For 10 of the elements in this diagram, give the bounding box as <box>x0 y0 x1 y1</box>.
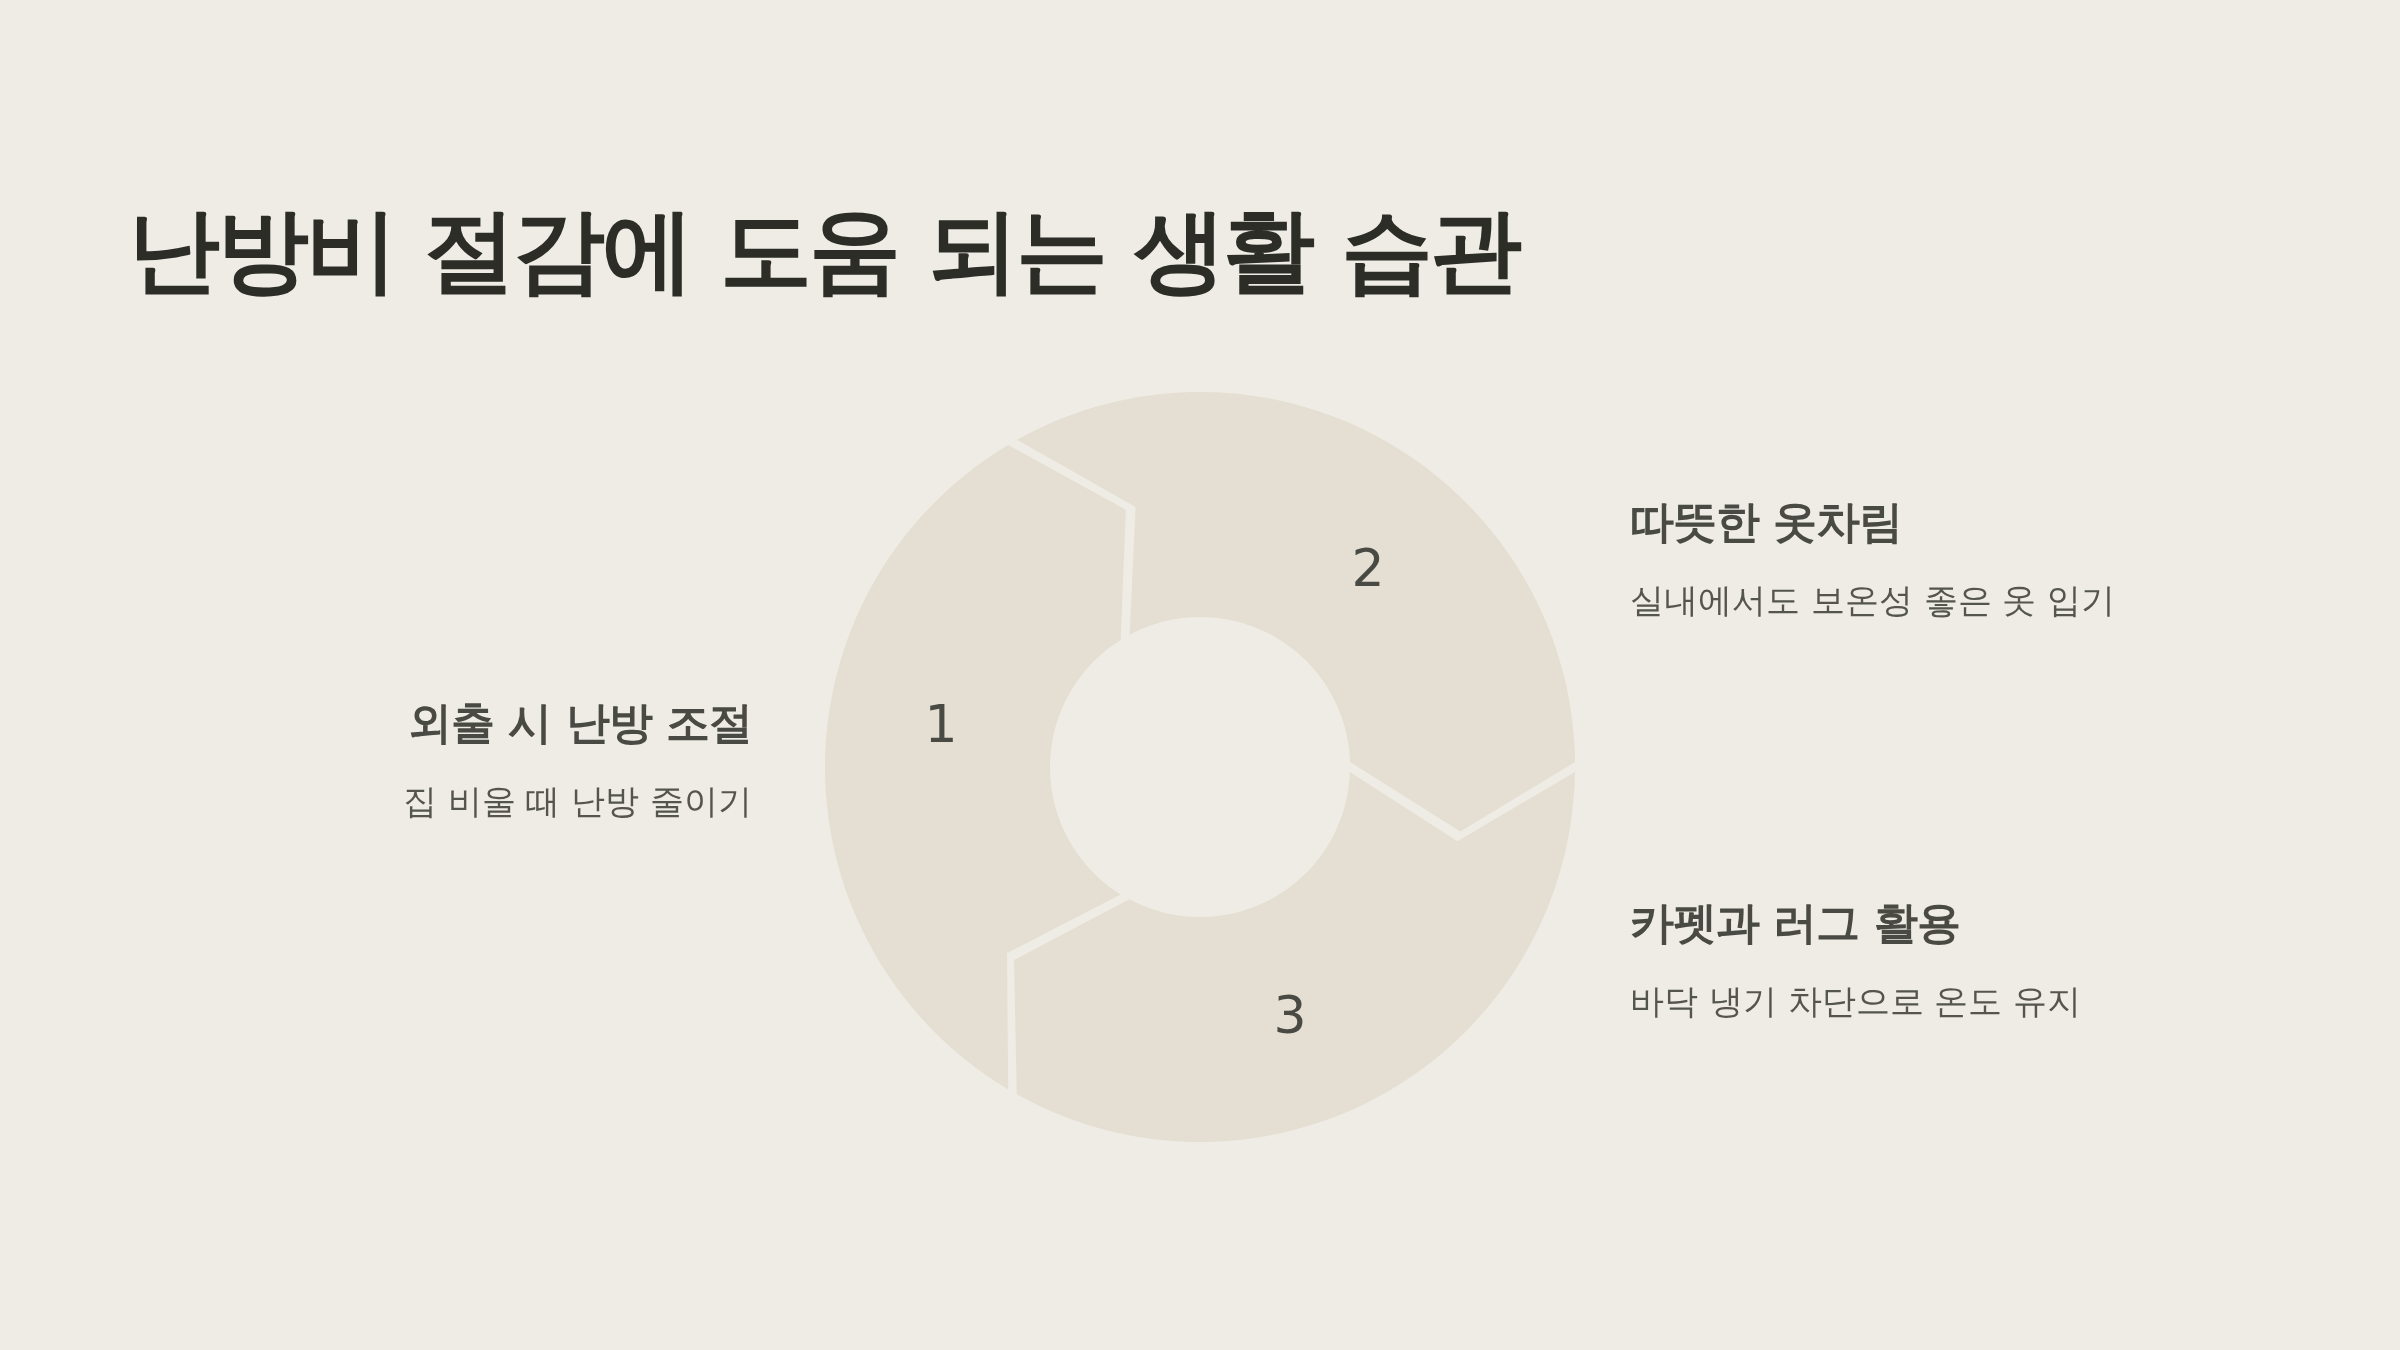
step-number: 2 <box>1351 542 1385 594</box>
step-description: 집 비울 때 난방 줄이기 <box>402 781 752 822</box>
step-description: 바닥 냉기 차단으로 온도 유지 <box>1630 981 2082 1022</box>
step-description: 실내에서도 보온성 좋은 옷 입기 <box>1630 580 2116 621</box>
step-number: 1 <box>924 698 958 750</box>
step-heading: 외출 시 난방 조절 <box>408 697 752 750</box>
step-number: 3 <box>1273 989 1307 1041</box>
step-heading: 카펫과 러그 활용 <box>1630 897 1960 950</box>
step-heading: 따뜻한 옷차림 <box>1630 496 1903 549</box>
title: 난방비 절감에 도움 되는 생활 습관 <box>128 200 1520 302</box>
